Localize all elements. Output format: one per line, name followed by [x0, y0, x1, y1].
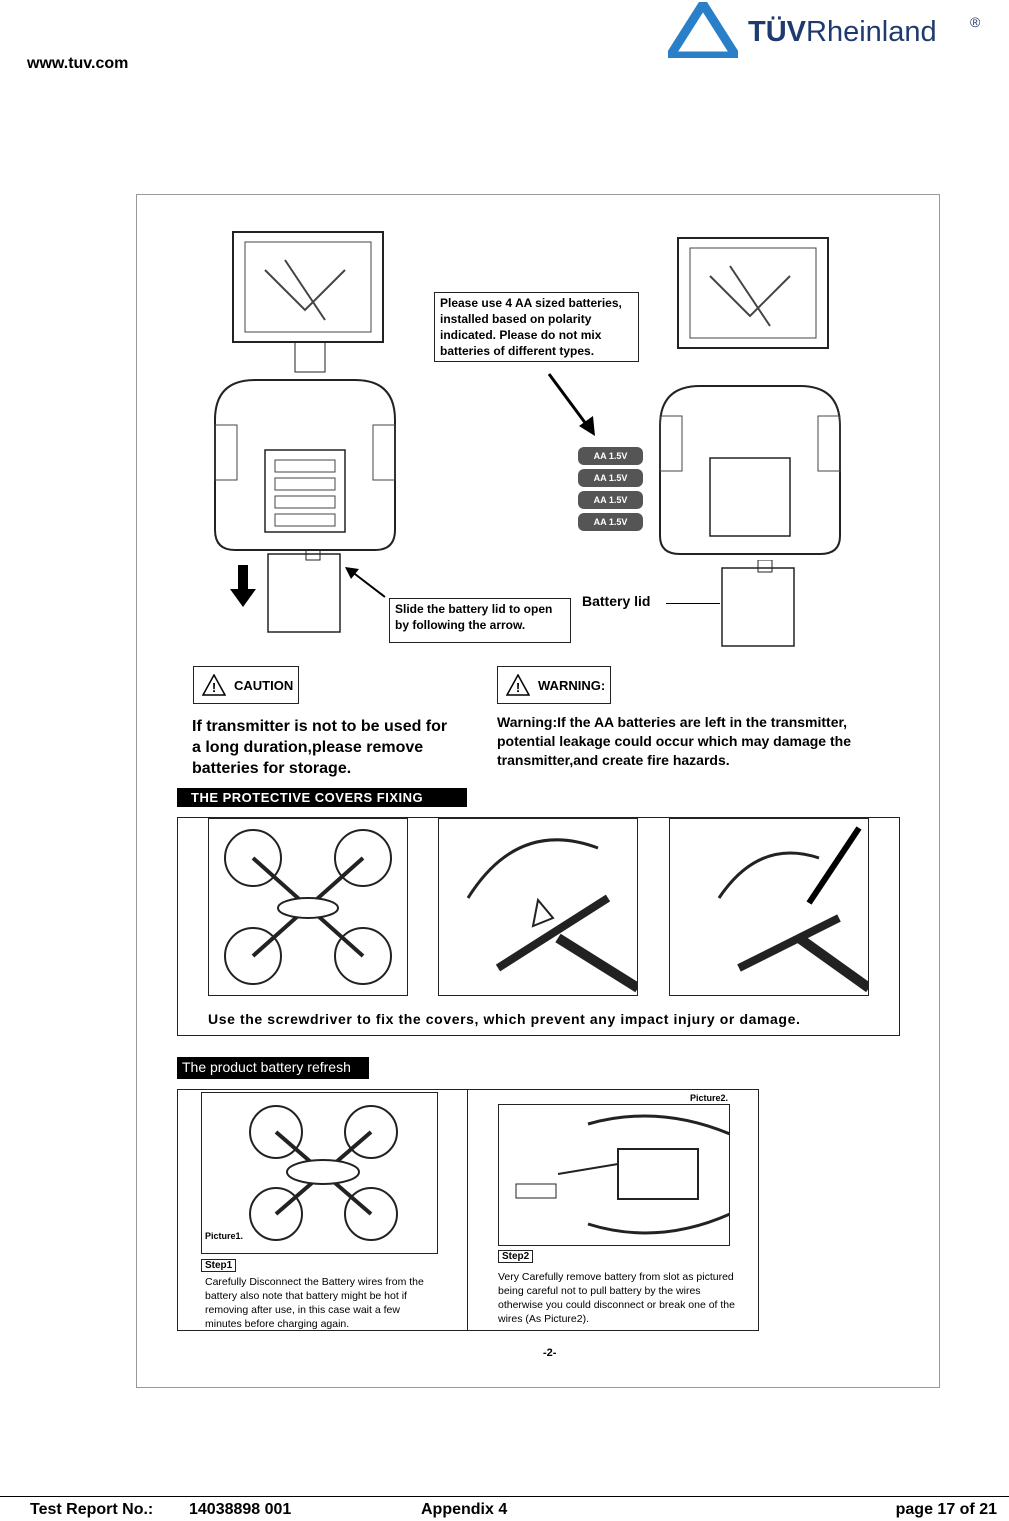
- transmitter-back-right-illustration: [659, 237, 841, 555]
- battery-cell: AA 1.5V: [578, 513, 643, 531]
- battery-cell: AA 1.5V: [578, 491, 643, 509]
- warning-text: Warning:If the AA batteries are left in …: [497, 714, 851, 768]
- logo-registered-mark: ®: [970, 14, 981, 30]
- manual-page-number: -2-: [543, 1347, 557, 1359]
- covers-caption: Use the screwdriver to fix the covers, w…: [208, 1011, 801, 1027]
- step1-text: Carefully Disconnect the Battery wires f…: [205, 1276, 424, 1330]
- footer-appendix: Appendix 4: [421, 1501, 508, 1518]
- footer-page: page 17 of 21: [895, 1501, 997, 1518]
- covers-panel: [177, 817, 900, 1036]
- warning-triangle-icon: !: [202, 674, 226, 696]
- arrow-up-left-icon: [345, 567, 386, 598]
- tuv-logo-text: TÜVRheinland: [748, 16, 937, 49]
- battery-cells-group: AA 1.5V AA 1.5V AA 1.5V AA 1.5V: [578, 447, 643, 531]
- logo-text-bold: TÜV: [748, 16, 806, 48]
- warning-label: WARNING:: [538, 677, 606, 693]
- arrow-down-icon: [230, 565, 256, 607]
- battery-cell: AA 1.5V: [578, 469, 643, 487]
- svg-text:!: !: [212, 680, 216, 695]
- footer-report-label: Test Report No.:: [30, 1501, 154, 1518]
- drone-picture1-illustration: [201, 1092, 438, 1254]
- caution-text: If transmitter is not to be used for a l…: [192, 718, 448, 777]
- warning-triangle-icon: !: [506, 674, 530, 696]
- picture1-label: Picture1.: [205, 1231, 244, 1241]
- screwdriver-illustration: [669, 818, 869, 996]
- arrow-down-right-icon: [547, 373, 595, 436]
- logo-text-light: Rheinland: [806, 16, 937, 48]
- battery-instructions-callout: Please use 4 AA sized batteries, install…: [434, 292, 639, 362]
- battery-lid-left-illustration: [267, 550, 341, 633]
- refresh-panel-divider: [467, 1089, 468, 1331]
- caution-label: CAUTION: [234, 677, 294, 693]
- manual-page-frame: [136, 194, 940, 1388]
- cover-attach-illustration: [438, 818, 638, 996]
- step1-label: Step1: [201, 1259, 237, 1272]
- battery-lid-leader-line: [666, 603, 720, 604]
- transmitter-back-left-illustration: [214, 231, 396, 551]
- step2-label: Step2: [498, 1250, 534, 1263]
- drone-top-view-illustration: [208, 818, 408, 996]
- warning-box: ! WARNING:: [497, 666, 611, 704]
- header-url: www.tuv.com: [27, 55, 129, 72]
- refresh-section-heading: The product battery refresh: [177, 1057, 369, 1079]
- caution-box: ! CAUTION: [193, 666, 299, 704]
- covers-section-heading: THE PROTECTIVE COVERS FIXING: [177, 788, 467, 807]
- slide-lid-callout: Slide the battery lid to open by followi…: [389, 598, 571, 643]
- footer-rule: [0, 1496, 1009, 1497]
- battery-lid-label: Battery lid: [582, 593, 651, 609]
- footer-report-number: 14038898 001: [189, 1501, 292, 1518]
- refresh-panel: [177, 1089, 759, 1331]
- svg-text:!: !: [516, 680, 520, 695]
- drone-picture2-illustration: [498, 1104, 730, 1246]
- battery-cell: AA 1.5V: [578, 447, 643, 465]
- tuv-logo-icon: [668, 2, 738, 58]
- battery-lid-right-illustration: [721, 560, 795, 647]
- step2-text: Very Carefully remove battery from slot …: [498, 1271, 735, 1325]
- picture2-label: Picture2.: [690, 1093, 729, 1103]
